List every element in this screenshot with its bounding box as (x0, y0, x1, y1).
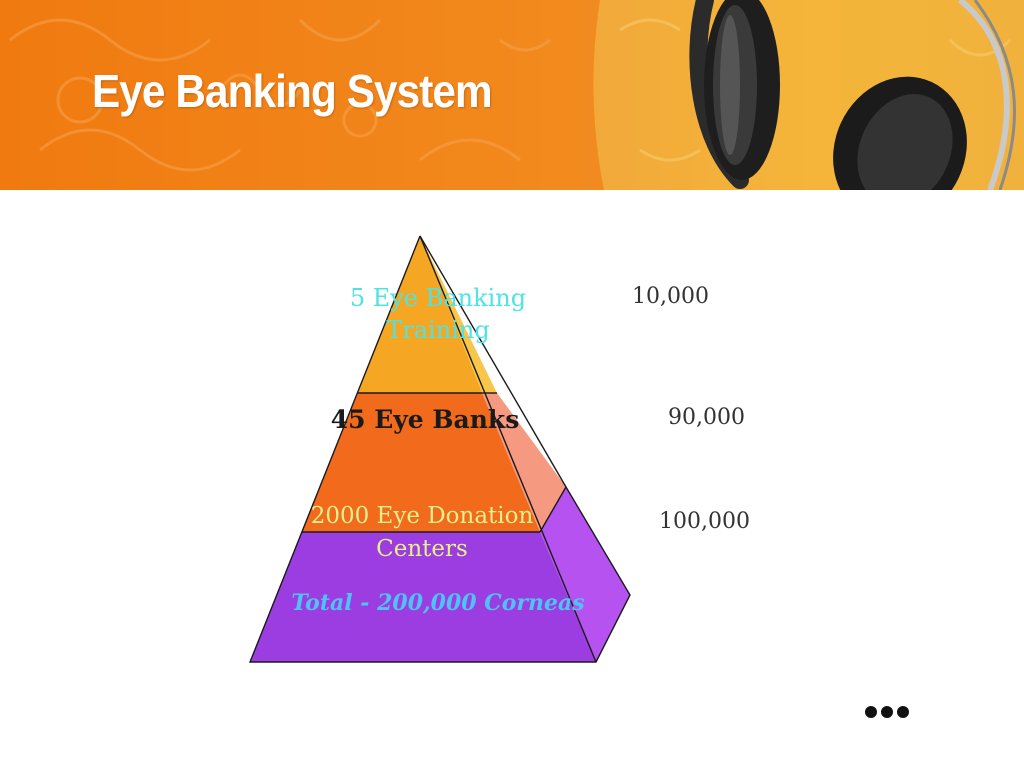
amount-level-3: 100,000 (659, 509, 750, 534)
pyramid-outline (248, 235, 631, 663)
pyramid-level-2-side (482, 393, 566, 532)
level-2-label: 45 Eye Banks (331, 405, 520, 434)
level-1-label-line2: Training (386, 316, 489, 344)
level-1-label: 5 Eye Banking (350, 284, 526, 312)
page-title: Eye Banking System (92, 65, 493, 117)
amount-level-1: 10,000 (632, 284, 709, 309)
level-3-label: 2000 Eye Donation (311, 503, 534, 529)
amount-level-2: 90,000 (668, 405, 745, 430)
pyramid-level-3 (250, 532, 596, 662)
pyramid-level-1 (358, 236, 482, 393)
header-banner: Eye Banking System (0, 0, 1024, 190)
headphones-icon (689, 0, 1017, 190)
more-dots-icon[interactable] (864, 704, 910, 720)
level-3-label-line2: Centers (376, 536, 468, 562)
pyramid-level-2 (302, 393, 540, 532)
total-label: Total - 200,000 Corneas (291, 590, 584, 616)
banner-background (0, 0, 1024, 190)
pyramid-level-1-side (420, 236, 497, 393)
pyramid-level-3-side (540, 487, 630, 662)
